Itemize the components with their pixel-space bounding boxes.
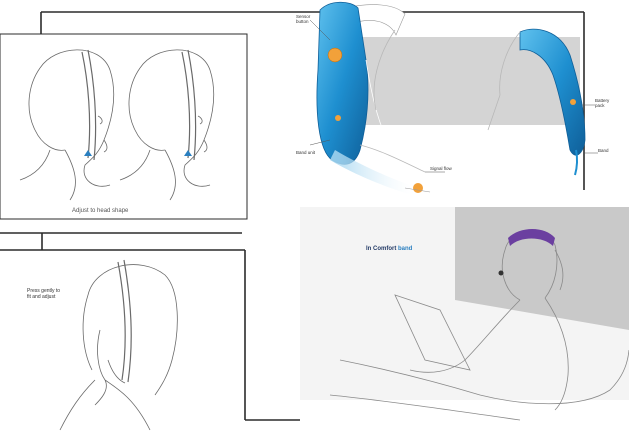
- brand-label: In Comfort band: [366, 246, 412, 253]
- camera-dot-icon: [499, 271, 504, 276]
- top-left-caption: Adjust to head shape: [72, 208, 128, 215]
- callout-right-pod: Battery pack: [595, 98, 609, 108]
- sketch-head-icon: [60, 260, 177, 430]
- brand-accent: band: [398, 246, 412, 252]
- callout-top-pod: Sensor button: [296, 14, 310, 24]
- brand-prefix: In Comfort: [366, 246, 398, 252]
- callout-left-mid: Band unit: [296, 150, 315, 155]
- callout-right-bottom: Band: [598, 148, 609, 153]
- top-left-panel-frame: [0, 34, 247, 219]
- bottom-left-note: Press gently to fit and adjust: [27, 289, 60, 301]
- callout-cable: Signal flow: [430, 166, 452, 171]
